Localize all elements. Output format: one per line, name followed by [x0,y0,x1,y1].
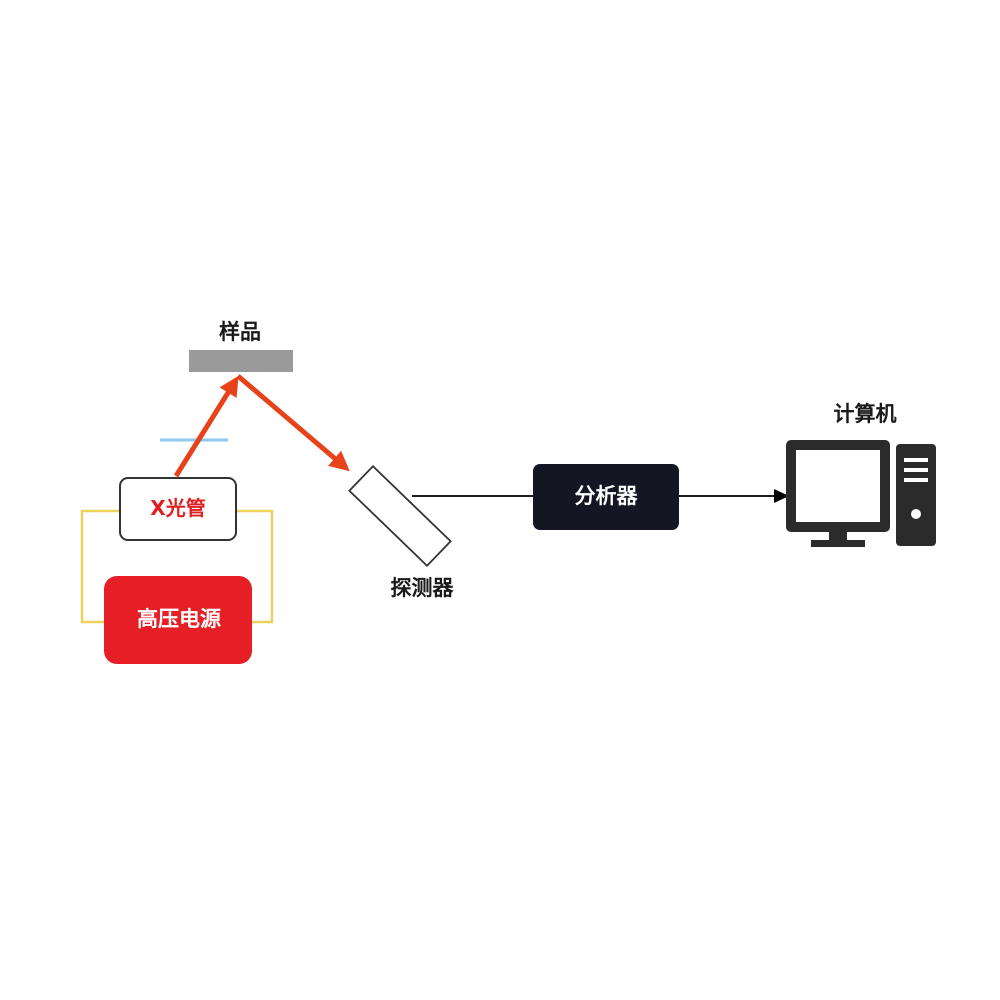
incident-beam [173,375,239,478]
monitor-base [811,540,865,547]
sample-label: 样品 [219,320,261,344]
tower-power-button [911,509,921,519]
xray-tube-label: X光管 [150,496,206,520]
monitor-neck [829,532,847,540]
fluorescent-beam [236,374,350,472]
computer-label: 计算机 [833,402,897,426]
tower-slot-2 [904,468,928,472]
tower-slot-1 [904,458,928,462]
hv-power-box [104,576,252,664]
hv-power-label: 高压电源 [137,607,221,631]
xray-tube-box [119,477,237,541]
arrow-head [774,489,789,503]
right-wire [237,509,274,624]
monitor-screen [796,450,880,522]
computer-icon [786,440,936,547]
sample-plate [189,350,293,372]
left-wire [80,509,120,624]
tower-slot-3 [904,478,928,482]
analyzer-label: 分析器 [574,484,638,508]
detector-box [348,464,452,568]
analyzer-box [533,464,679,530]
detector-label: 探测器 [390,576,454,600]
power-wires [80,509,274,624]
